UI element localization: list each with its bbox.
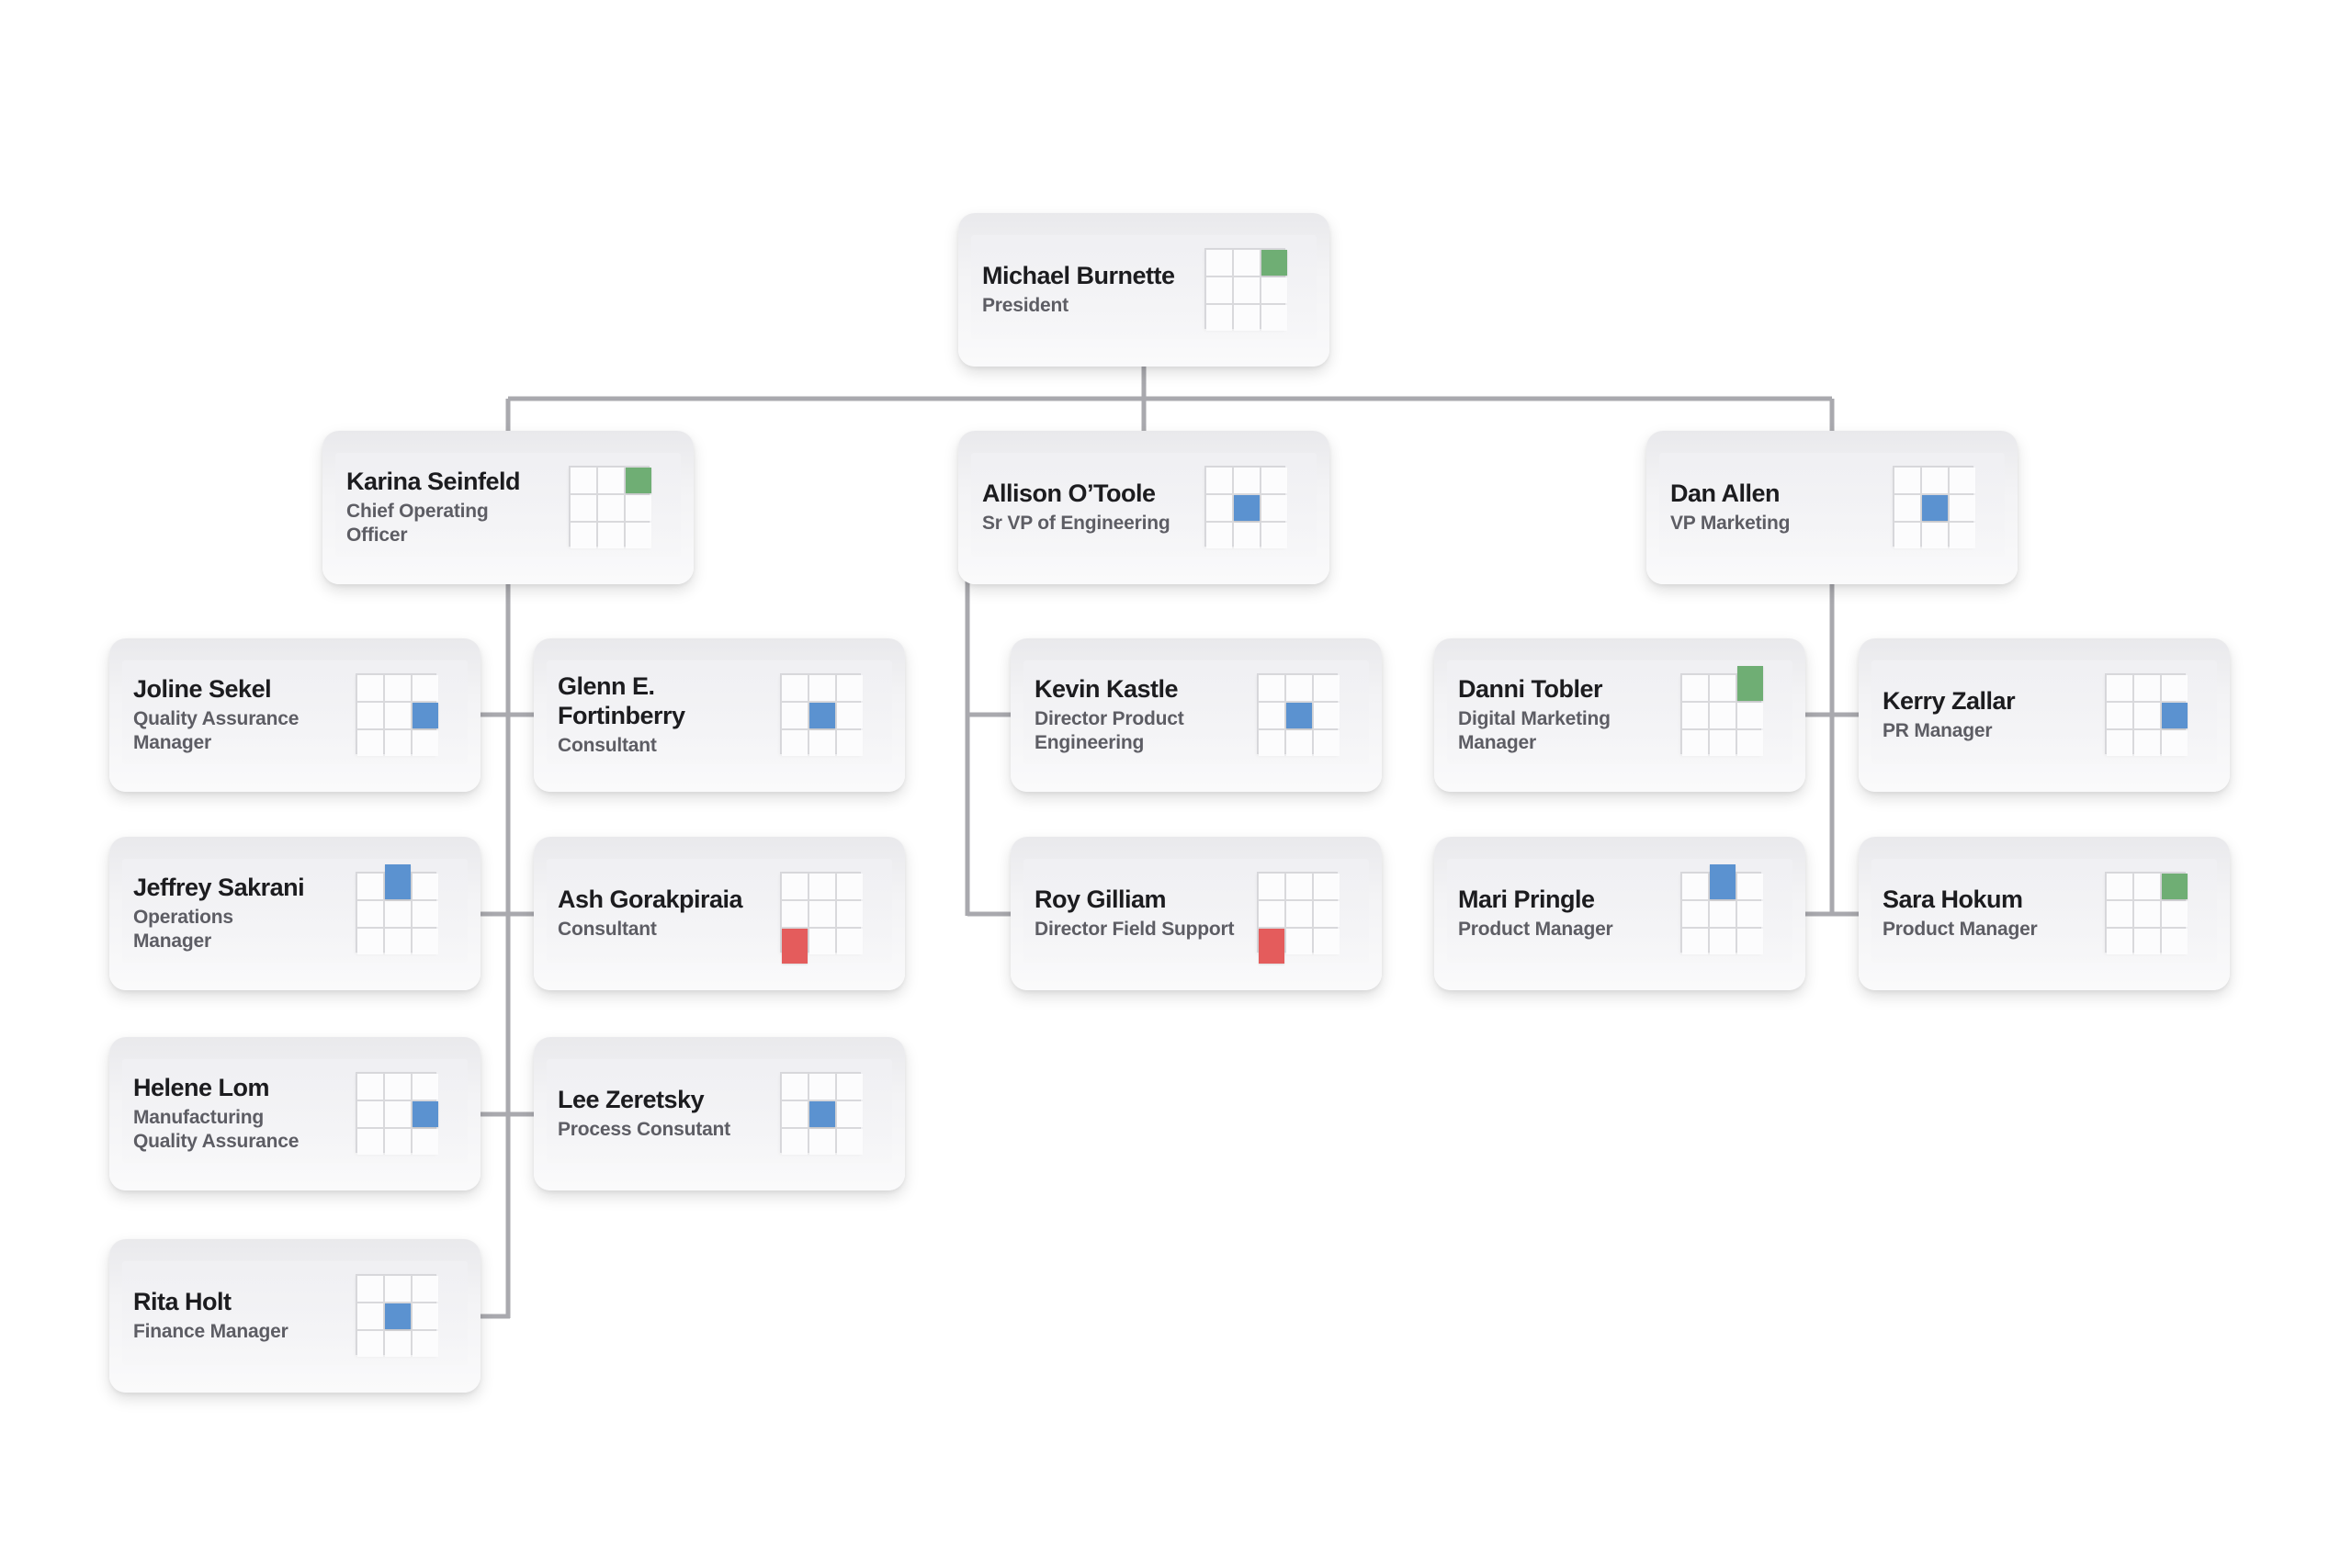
status-grid xyxy=(2105,672,2189,758)
org-card-michael-burnette[interactable]: Michael Burnette President xyxy=(958,213,1329,367)
person-title: Quality Assurance Manager xyxy=(133,707,300,753)
person-name: Lee Zeretsky xyxy=(558,1085,705,1113)
person-title: Manufacturing Quality Assurance xyxy=(133,1106,300,1152)
org-card-kevin-kastle[interactable]: Kevin Kastle Director Product Engineerin… xyxy=(1011,638,1382,792)
person-name: Kerry Zallar xyxy=(1883,686,2016,715)
person-title: Chief Operating Officer xyxy=(346,500,489,546)
person-title: Product Manager xyxy=(1458,918,1613,940)
person-title: Consultant xyxy=(558,918,657,940)
status-marker xyxy=(2162,873,2188,899)
status-marker xyxy=(413,702,438,728)
person-title: Operations Manager xyxy=(133,906,233,952)
person-name: Roy Gilliam xyxy=(1035,885,1167,913)
org-card-sara-hokum[interactable]: Sara Hokum Product Manager xyxy=(1859,837,2230,990)
org-card-lee-zeretsky[interactable]: Lee Zeretsky Process Consutant xyxy=(534,1037,905,1190)
person-name: Mari Pringle xyxy=(1458,885,1595,913)
org-card-danni-tobler[interactable]: Danni Tobler Digital Marketing Manager xyxy=(1434,638,1805,792)
person-name: Helene Lom xyxy=(133,1073,270,1101)
status-grid xyxy=(356,863,440,956)
status-marker xyxy=(1737,665,1763,701)
status-grid xyxy=(1257,672,1341,758)
status-marker xyxy=(809,1100,835,1127)
status-grid xyxy=(1680,665,1765,758)
status-marker xyxy=(1259,928,1284,964)
org-card-ash-gorakpiraia[interactable]: Ash Gorakpiraia Consultant xyxy=(534,837,905,990)
person-name: Karina Seinfeld xyxy=(346,467,521,495)
org-card-jeffrey-sakrani[interactable]: Jeffrey Sakrani Operations Manager xyxy=(109,837,481,990)
org-card-kerry-zallar[interactable]: Kerry Zallar PR Manager xyxy=(1859,638,2230,792)
status-marker xyxy=(782,928,808,964)
org-card-helene-lom[interactable]: Helene Lom Manufacturing Quality Assuran… xyxy=(109,1037,481,1190)
person-title: Process Consutant xyxy=(558,1118,730,1140)
person-title: Finance Manager xyxy=(133,1320,288,1342)
org-card-allison-otoole[interactable]: Allison O’Toole Sr VP of Engineering xyxy=(958,431,1329,584)
person-name: Sara Hokum xyxy=(1883,885,2023,913)
status-marker xyxy=(1922,494,1948,521)
org-card-karina-seinfeld[interactable]: Karina Seinfeld Chief Operating Officer xyxy=(322,431,694,584)
person-name: Rita Holt xyxy=(133,1287,232,1315)
status-grid xyxy=(1680,863,1765,956)
status-grid xyxy=(356,1273,440,1359)
status-grid xyxy=(1204,465,1289,550)
person-name: Joline Sekel xyxy=(133,674,272,703)
status-marker xyxy=(1234,494,1260,521)
org-card-glenn-fortinberry[interactable]: Glenn E. Fortinberry Consultant xyxy=(534,638,905,792)
person-title: Sr VP of Engineering xyxy=(982,512,1170,534)
org-card-mari-pringle[interactable]: Mari Pringle Product Manager xyxy=(1434,837,1805,990)
person-title: VP Marketing xyxy=(1670,512,1791,534)
status-marker xyxy=(413,1100,438,1127)
person-name: Michael Burnette xyxy=(982,261,1175,289)
status-grid xyxy=(356,672,440,758)
person-title: Director Product Engineering xyxy=(1035,707,1184,753)
org-card-roy-gilliam[interactable]: Roy Gilliam Director Field Support xyxy=(1011,837,1382,990)
status-marker xyxy=(1710,863,1736,899)
status-grid xyxy=(356,1071,440,1156)
person-name: Glenn E. Fortinberry xyxy=(558,672,685,729)
person-title: PR Manager xyxy=(1883,719,1993,741)
person-title: President xyxy=(982,294,1069,316)
status-marker xyxy=(1286,702,1312,728)
person-title: Product Manager xyxy=(1883,918,2038,940)
person-name: Dan Allen xyxy=(1670,479,1781,507)
person-name: Jeffrey Sakrani xyxy=(133,873,305,901)
person-title: Director Field Support xyxy=(1035,918,1235,940)
status-grid xyxy=(780,1071,865,1156)
org-card-dan-allen[interactable]: Dan Allen VP Marketing xyxy=(1646,431,2018,584)
person-name: Ash Gorakpiraia xyxy=(558,885,743,913)
status-grid xyxy=(2105,871,2189,956)
org-card-joline-sekel[interactable]: Joline Sekel Quality Assurance Manager xyxy=(109,638,481,792)
status-grid xyxy=(1204,247,1289,333)
status-grid xyxy=(780,871,865,964)
org-card-rita-holt[interactable]: Rita Holt Finance Manager xyxy=(109,1239,481,1393)
person-title: Consultant xyxy=(558,734,657,756)
status-grid xyxy=(1893,465,1977,550)
status-marker xyxy=(385,863,411,899)
status-marker xyxy=(385,1303,411,1329)
status-grid xyxy=(569,465,653,550)
status-grid xyxy=(780,672,865,758)
person-name: Danni Tobler xyxy=(1458,674,1603,703)
status-marker xyxy=(626,467,651,493)
status-grid xyxy=(1257,871,1341,964)
status-marker xyxy=(809,702,835,728)
person-name: Allison O’Toole xyxy=(982,479,1156,507)
person-title: Digital Marketing Manager xyxy=(1458,707,1611,753)
status-marker xyxy=(1261,249,1287,276)
status-marker xyxy=(2162,702,2188,728)
person-name: Kevin Kastle xyxy=(1035,674,1179,703)
